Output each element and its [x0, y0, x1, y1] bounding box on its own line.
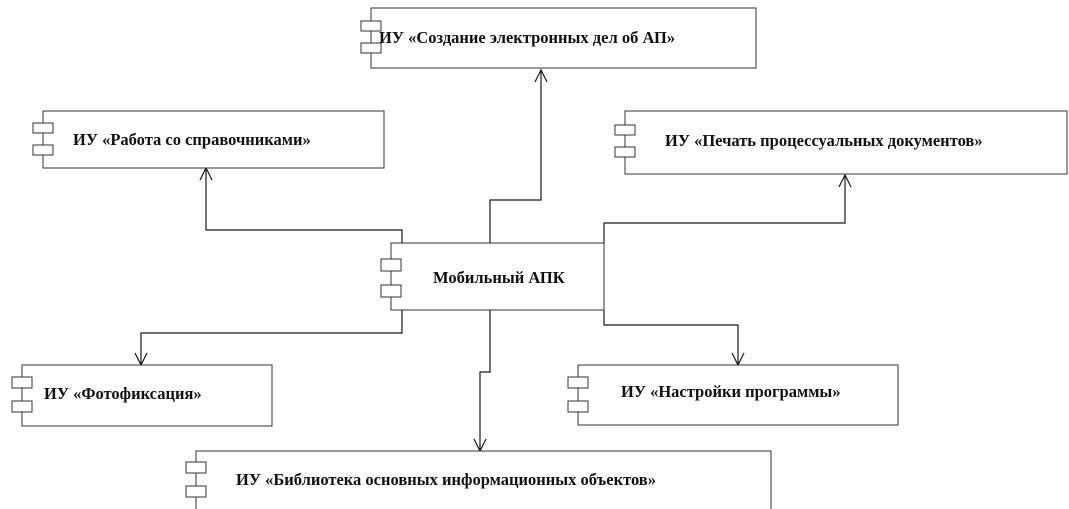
- component-print-docs[interactable]: ИУ «Печать процессуальных документов»: [614, 110, 1068, 175]
- component-tab-icon: [380, 284, 402, 298]
- component-tab-icon: [11, 376, 33, 389]
- component-box: [577, 364, 899, 426]
- component-label: ИУ «Настройки программы»: [621, 382, 841, 401]
- component-mobile-apk[interactable]: Мобильный АПК: [380, 242, 605, 311]
- component-label: ИУ «Библиотека основных информационных о…: [236, 470, 656, 489]
- component-box: [624, 110, 1068, 175]
- component-tab-icon: [380, 258, 402, 272]
- component-directories[interactable]: ИУ «Работа со справочниками»: [32, 110, 385, 169]
- component-box: [42, 110, 385, 169]
- component-label: Мобильный АПК: [433, 268, 565, 287]
- component-box: [195, 450, 772, 509]
- component-tab-icon: [11, 400, 33, 413]
- component-library[interactable]: ИУ «Библиотека основных информационных о…: [185, 450, 772, 509]
- component-tab-icon: [567, 376, 589, 389]
- connector-directories: [205, 168, 403, 243]
- connector-library: [479, 310, 491, 451]
- component-box: [370, 7, 757, 69]
- component-label: ИУ «Работа со справочниками»: [73, 130, 311, 149]
- arrowhead-electronic-cases: [534, 68, 548, 83]
- component-tab-icon: [32, 144, 54, 156]
- component-tab-icon: [185, 485, 207, 498]
- connector-print-docs: [603, 175, 846, 243]
- connectors: [134, 68, 852, 453]
- connector-photo: [140, 310, 403, 365]
- arrowhead-print-docs: [838, 173, 852, 188]
- component-tab-icon: [614, 124, 636, 136]
- connector-settings: [603, 310, 739, 365]
- component-label: ИУ «Фотофиксация»: [44, 384, 202, 403]
- component-box: [390, 242, 605, 311]
- component-tab-icon: [567, 400, 589, 413]
- component-tab-icon: [360, 42, 382, 54]
- component-label: ИУ «Создание электронных дел об АП»: [379, 28, 675, 47]
- component-electronic-cases[interactable]: ИУ «Создание электронных дел об АП»: [360, 7, 757, 69]
- component-photo[interactable]: ИУ «Фотофиксация»: [11, 364, 273, 427]
- component-settings[interactable]: ИУ «Настройки программы»: [567, 364, 899, 426]
- component-tab-icon: [614, 146, 636, 158]
- component-tab-icon: [360, 20, 382, 32]
- component-tab-icon: [32, 122, 54, 134]
- connector-electronic-cases: [489, 70, 542, 243]
- component-box: [21, 364, 273, 427]
- component-tab-icon: [185, 461, 207, 474]
- component-label: ИУ «Печать процессуальных документов»: [665, 131, 983, 150]
